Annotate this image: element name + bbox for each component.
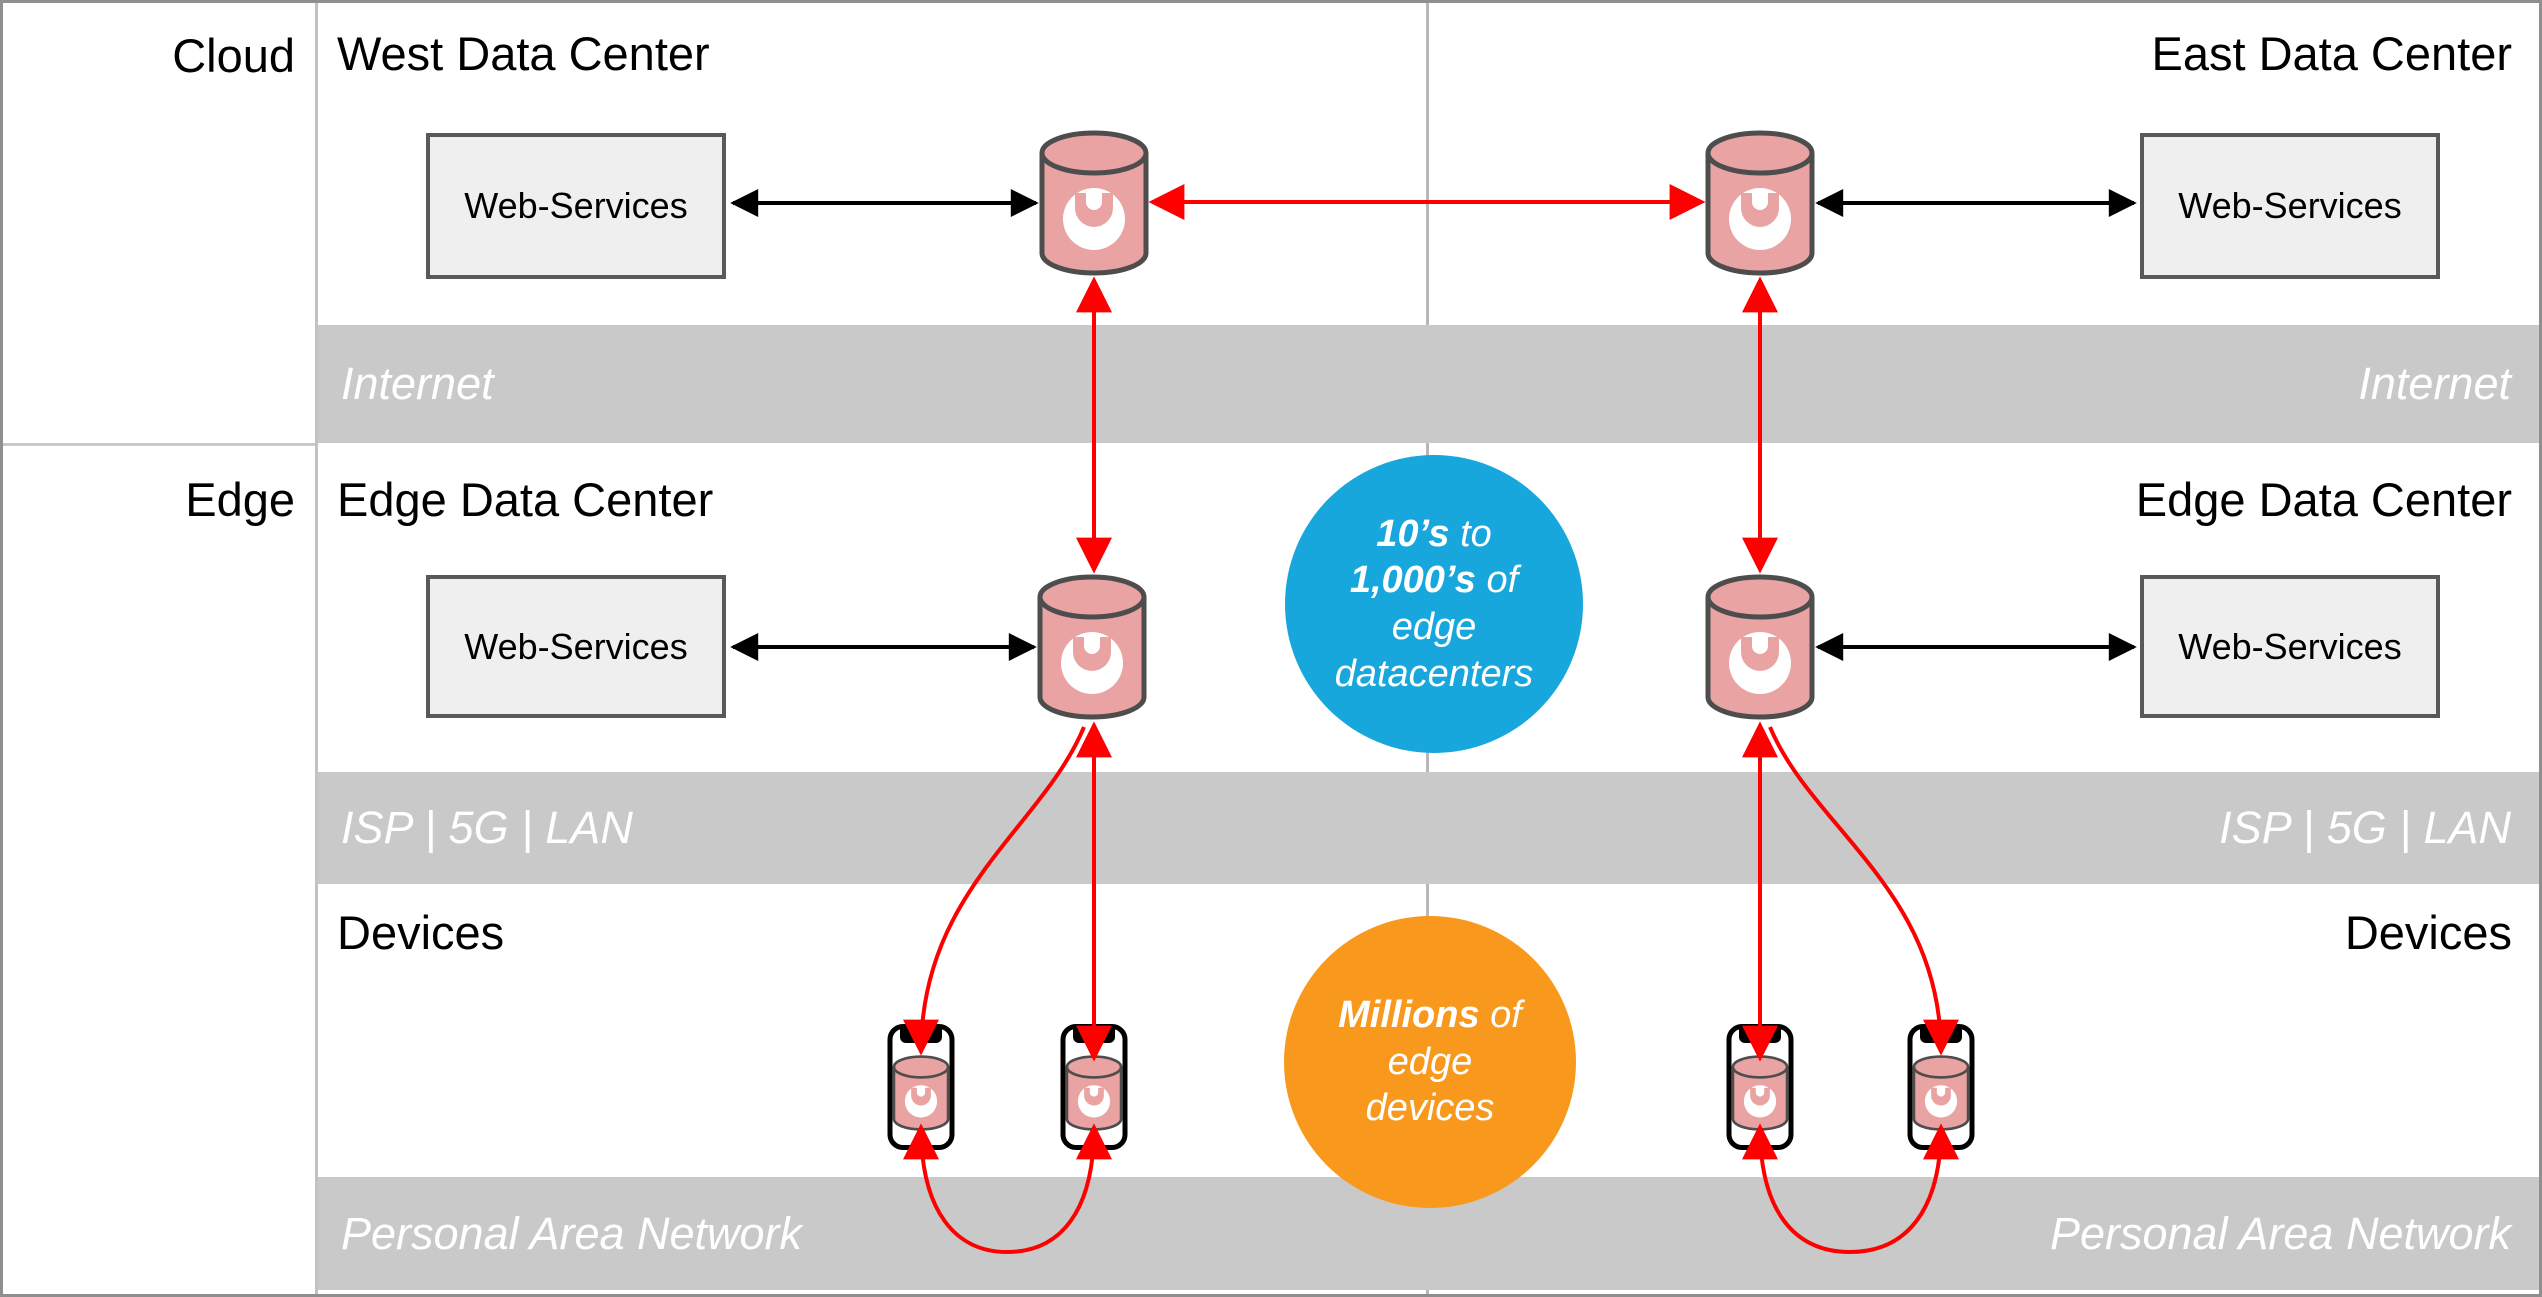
internet-band: Internet Internet	[318, 325, 2539, 443]
cloud-edge-row-divider	[0, 443, 315, 446]
row-label-cloud: Cloud	[172, 29, 295, 82]
web-services-label: Web-Services	[2178, 625, 2402, 667]
web-services-label: Web-Services	[464, 625, 688, 667]
east-edge-couchbase-database-icon	[1708, 577, 1812, 717]
badge-line: Millions of	[1338, 993, 1522, 1036]
east-devices-title: Devices	[2344, 906, 2512, 959]
web-services-label: Web-Services	[464, 185, 688, 226]
internet-label-east: Internet	[2358, 358, 2511, 409]
badge-line: devices	[1365, 1087, 1495, 1130]
west-edge-web-services-box: Web-Services	[426, 575, 726, 718]
west-cloud-web-services-box: Web-Services	[426, 133, 726, 279]
internet-label-west: Internet	[341, 358, 494, 409]
isp-label-west: ISP | 5G | LAN	[341, 802, 633, 853]
personal-area-network-band: Personal Area Network Personal Area Netw…	[318, 1177, 2539, 1290]
pan-label-west: Personal Area Network	[341, 1207, 803, 1259]
east-phone-1-icon	[1729, 1027, 1791, 1148]
row-label-edge: Edge	[185, 473, 295, 526]
edge-datacenters-badge: 10’s to 1,000’s of edge datacenters	[1285, 455, 1583, 753]
west-phone-2-icon	[1063, 1027, 1125, 1148]
pan-label-east: Personal Area Network	[2049, 1207, 2511, 1259]
badge-line: edge	[1387, 1040, 1473, 1083]
badge-line: datacenters	[1334, 652, 1534, 695]
isp-label-east: ISP | 5G | LAN	[2219, 802, 2511, 853]
east-cloud-couchbase-database-icon	[1708, 133, 1812, 273]
west-phone-1-icon	[890, 1027, 952, 1148]
badge-line: 1,000’s of	[1349, 559, 1519, 602]
badge-line: edge	[1391, 606, 1477, 648]
west-edge-data-center-title: Edge Data Center	[337, 473, 714, 526]
web-services-label: Web-Services	[2178, 185, 2402, 226]
east-edge-web-services-box: Web-Services	[2140, 575, 2440, 718]
west-cloud-couchbase-database-icon	[1042, 133, 1146, 273]
left-column-divider	[315, 0, 318, 1297]
east-phone-2-icon	[1910, 1027, 1972, 1148]
edge-devices-badge: Millions of edge devices	[1284, 916, 1576, 1208]
east-edge-data-center-title: Edge Data Center	[2135, 473, 2512, 526]
badge-line: 10’s to	[1376, 512, 1492, 555]
west-edge-couchbase-database-icon	[1040, 577, 1144, 717]
east-cloud-web-services-box: Web-Services	[2140, 133, 2440, 279]
east-data-center-title: East Data Center	[2151, 27, 2512, 80]
west-data-center-title: West Data Center	[337, 27, 710, 80]
west-devices-title: Devices	[337, 906, 505, 959]
isp-5g-lan-band: ISP | 5G | LAN ISP | 5G | LAN	[318, 772, 2539, 884]
